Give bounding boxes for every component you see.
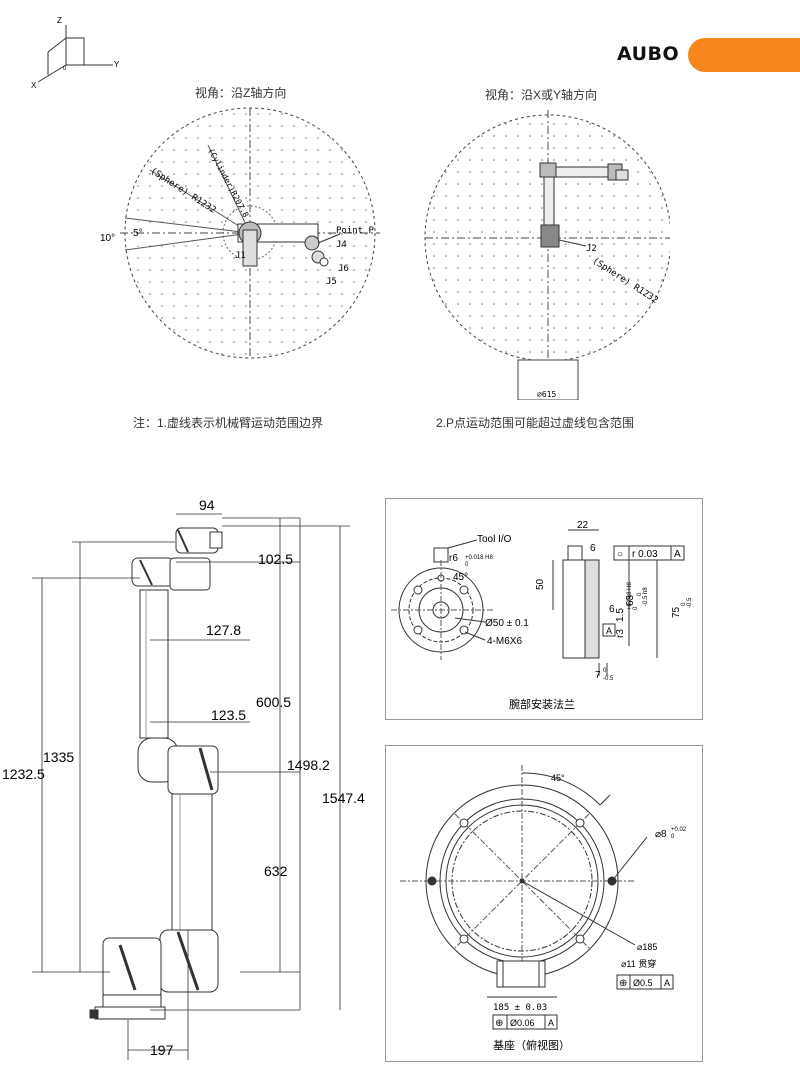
- workspace-view-xy: J2 (Sphere) R1232 ⌀615: [424, 110, 670, 400]
- joint-j6-label: J6: [338, 264, 349, 274]
- dim7-tol2-label: -0.5: [603, 676, 614, 682]
- axis-origin-label: 0: [63, 66, 67, 72]
- joint-j5-label: J5: [326, 277, 337, 287]
- dim75-tol-label: 0: [681, 602, 687, 606]
- tol1-symbol: ⊕: [619, 978, 627, 989]
- dim-1335: 1335: [43, 749, 74, 765]
- phi8-label: ⌀8: [655, 829, 667, 840]
- base-angle-label: 45°: [551, 773, 565, 783]
- side-elevation: 94 102.5 127.8 600.5 123.5 1498.2 632 13…: [2, 497, 365, 1060]
- phi8-tol-low-label: 0: [671, 834, 675, 840]
- dim7-label: 7: [595, 670, 601, 681]
- brand-accent-bar: [688, 38, 800, 72]
- tol2-datum: A: [548, 1018, 554, 1028]
- tol-frame-datum: A: [674, 549, 681, 560]
- dim-r3-label: r3: [615, 629, 626, 638]
- tol2-symbol: ⊕: [495, 1018, 503, 1029]
- dim-top-width: 94: [199, 497, 215, 513]
- phi8-tol-label: +0.02: [671, 827, 687, 833]
- joint-j4-label: J4: [336, 240, 347, 250]
- axes-icon: Z Y X 0: [31, 16, 120, 90]
- angle-45-label: 45°: [453, 572, 468, 583]
- dim-102-5: 102.5: [258, 551, 293, 567]
- phi50-label: Ø50 ± 0.1: [485, 618, 529, 629]
- dim-1547-4: 1547.4: [322, 790, 365, 806]
- dim15-tol-low-label: 0: [633, 606, 639, 610]
- workspace-view-z: (Sphere) R1232 (Cylinder)R207.8 10° 5° P…: [100, 107, 380, 359]
- tol2-value: Ø0.06: [510, 1018, 535, 1028]
- tol1-datum: A: [664, 978, 670, 988]
- r6-tol-low-label: 0: [465, 562, 469, 568]
- dim22-label: 22: [577, 520, 589, 531]
- dim7-tol-label: 0: [603, 668, 607, 674]
- dim-127-8: 127.8: [206, 622, 241, 638]
- dim-632: 632: [264, 863, 288, 879]
- angle-inner-label: 5°: [133, 228, 143, 239]
- dim-1232-5: 1232.5: [2, 766, 45, 782]
- dim50-label: 50: [535, 578, 546, 590]
- tol1-value: Ø0.5: [633, 978, 653, 988]
- dim63-tol-label: 0: [637, 592, 643, 596]
- tol-frame-value: r 0.03: [632, 549, 658, 560]
- brand-logo: AUBO: [617, 43, 680, 65]
- phi11-label: ⌀11 贯穿: [621, 958, 656, 969]
- base-diameter-label: ⌀615: [537, 390, 556, 399]
- datum-a-label: A: [606, 626, 612, 636]
- dim6a-label: 6: [590, 543, 596, 554]
- joint-j2-label: J2: [586, 244, 597, 254]
- axis-y-label: Y: [114, 60, 120, 69]
- dim-197: 197: [150, 1042, 174, 1058]
- r6-label: r6: [449, 553, 458, 564]
- note-2: 2.P点运动范围可能超过虚线包含范围: [436, 416, 635, 430]
- point-p-label: Point P: [336, 226, 375, 236]
- top-right-view-caption: 视角：沿X或Y轴方向: [485, 88, 598, 102]
- base-caption: 基座（俯视图）: [493, 1038, 570, 1052]
- joint-j1-label: J1: [235, 251, 246, 261]
- r6-tol-label: +0.018 H8: [465, 555, 494, 561]
- note-1: 注：1.虚线表示机械臂运动范围边界: [133, 416, 324, 430]
- dim15-label: 1.5: [615, 608, 626, 622]
- dim-123-5: 123.5: [211, 707, 246, 723]
- angle-outer-label: 10°: [100, 233, 115, 244]
- dim75-label: 75: [671, 606, 682, 618]
- dim63-label: 63: [625, 594, 636, 606]
- dim6b-label: 6: [609, 604, 615, 615]
- flange-caption: 腕部安装法兰: [509, 697, 575, 711]
- dim-600-5: 600.5: [256, 694, 291, 710]
- dim63-tol2-label: -0.5 h8: [643, 587, 649, 606]
- dim75-tol2-label: -0.5: [687, 597, 693, 608]
- holes-label: 4-M6X6: [487, 636, 522, 647]
- tool-io-label: Tool I/O: [477, 534, 512, 545]
- tol-frame-symbol: ○: [617, 549, 623, 560]
- base-panel: 45° ⌀8 +0.02 0 ⌀185 ⌀11 贯穿 ⊕ Ø0.5 A 185 …: [385, 745, 703, 1062]
- dim15-tol-label: +0.018 H8: [627, 581, 633, 610]
- dim-1498-2: 1498.2: [287, 757, 330, 773]
- flange-panel: Tool I/O r6 +0.018 H8 0 45° Ø50 ± 0.1 4-…: [385, 498, 703, 720]
- top-left-view-caption: 视角：沿Z轴方向: [195, 86, 287, 100]
- dim185-label: 185 ± 0.03: [493, 1003, 547, 1013]
- axis-z-label: Z: [57, 16, 62, 25]
- axis-x-label: X: [31, 81, 37, 90]
- phi185-label: ⌀185: [637, 942, 657, 952]
